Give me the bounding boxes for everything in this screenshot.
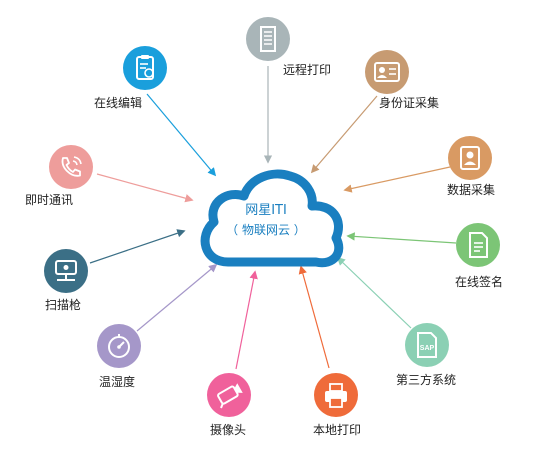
connector-local-print <box>298 265 330 369</box>
node-third-party[interactable]: SAP <box>405 323 449 367</box>
connector-data-collect <box>343 166 451 193</box>
connector-temp-humidity <box>136 263 218 332</box>
label-temp-humidity: 温湿度 <box>99 375 136 389</box>
phone-icon <box>49 145 93 189</box>
center-subtitle: （ 物联网云 ） <box>226 223 306 237</box>
label-camera: 摄像头 <box>210 423 247 437</box>
node-camera[interactable] <box>207 373 251 417</box>
sap-file-icon: SAP <box>405 323 449 367</box>
svg-text:SAP: SAP <box>420 345 435 352</box>
node-temp-humidity[interactable] <box>97 324 141 368</box>
connector-camera <box>235 270 258 370</box>
document-icon <box>456 223 500 267</box>
connector-online-sign <box>346 232 457 244</box>
label-online-sign: 在线签名 <box>455 275 504 289</box>
connector-online-edit <box>146 93 217 177</box>
node-id-collect[interactable] <box>365 50 409 94</box>
center-title: 网星ITI <box>245 203 287 218</box>
label-third-party: 第三方系统 <box>396 373 457 387</box>
contact-book-icon <box>448 136 492 180</box>
connector-id-collect <box>310 95 378 174</box>
node-online-sign[interactable] <box>456 223 500 267</box>
label-remote-print: 远程打印 <box>283 63 332 77</box>
gauge-icon <box>97 324 141 368</box>
connector-instant-comm <box>96 173 194 203</box>
printer-doc-icon <box>246 17 290 61</box>
scanner-icon <box>44 249 88 293</box>
camera-icon <box>207 373 251 417</box>
connector-scanner <box>89 229 186 264</box>
label-data-collect: 数据采集 <box>447 183 496 197</box>
label-scanner: 扫描枪 <box>45 298 82 312</box>
node-remote-print[interactable] <box>246 17 290 61</box>
clipboard-edit-icon <box>123 46 167 90</box>
node-local-print[interactable] <box>314 373 358 417</box>
printer-icon <box>314 373 358 417</box>
label-instant-comm: 即时通讯 <box>25 193 74 207</box>
node-online-edit[interactable] <box>123 46 167 90</box>
node-data-collect[interactable] <box>448 136 492 180</box>
node-instant-comm[interactable] <box>49 145 93 189</box>
id-card-icon <box>365 50 409 94</box>
label-id-collect: 身份证采集 <box>379 96 440 110</box>
label-local-print: 本地打印 <box>313 423 362 437</box>
node-scanner[interactable] <box>44 249 88 293</box>
label-online-edit: 在线编辑 <box>94 96 143 110</box>
connector-third-party <box>336 256 412 329</box>
